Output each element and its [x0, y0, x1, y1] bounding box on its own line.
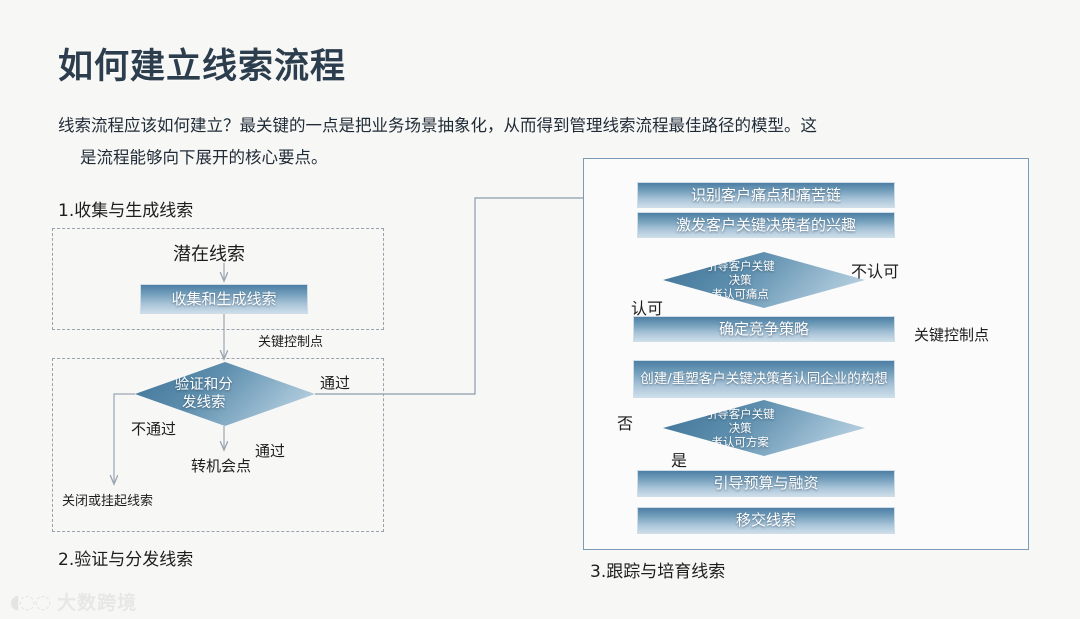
- decision-verify-line-1: 验证和分: [174, 377, 233, 393]
- section-1-group: [52, 228, 384, 330]
- process-box-collect-generate-lead[interactable]: 收集和生成线索: [140, 284, 308, 314]
- label-agree: 认可: [631, 299, 664, 318]
- label-key-control-point-1: 关键控制点: [258, 335, 324, 350]
- label-pass-bottom: 通过: [255, 442, 286, 460]
- process-box-define-competitive-strategy[interactable]: 确定竞争策略: [633, 316, 895, 342]
- decision-verify-line-2: 发线索: [182, 395, 226, 411]
- process-box-spark-decision-maker-interest[interactable]: 激发客户关键决策者的兴趣: [637, 212, 895, 238]
- label-turn-opportunity: 转机会点: [191, 457, 252, 475]
- subtitle-line-1: 线索流程应该如何建立？最关键的一点是把业务场景抽象化，从而得到管理线索流程最佳路…: [58, 116, 817, 135]
- label-not-pass: 不通过: [131, 420, 177, 438]
- section-2-group: [52, 358, 384, 532]
- subtitle-line-2: 是流程能够向下展开的核心要点。: [80, 148, 328, 167]
- watermark-logo-icon: ◖◌◌: [10, 590, 51, 613]
- process-box-handover-lead[interactable]: 移交线索: [637, 507, 895, 534]
- label-pass-right: 通过: [320, 374, 351, 392]
- label-yes: 是: [671, 451, 688, 470]
- watermark: ◖◌◌ 大数跨境: [10, 588, 137, 615]
- label-potential-lead: 潜在线索: [173, 244, 245, 265]
- section-1-caption: 1.收集与生成线索: [58, 201, 194, 221]
- decision-pain-line-1: 引导客户关键决策: [705, 259, 775, 287]
- label-close-or-hold-lead: 关闭或挂起线索: [62, 494, 154, 509]
- subtitle-paragraph: 线索流程应该如何建立？最关键的一点是把业务场景抽象化，从而得到管理线索流程最佳路…: [58, 110, 1018, 174]
- process-box-identify-pain-points[interactable]: 识别客户痛点和痛苦链: [637, 182, 895, 208]
- section-2-caption: 2.验证与分发线索: [58, 550, 194, 570]
- label-disagree: 不认可: [851, 262, 900, 281]
- watermark-text: 大数跨境: [57, 592, 138, 614]
- label-no: 否: [617, 414, 634, 433]
- section-3-caption: 3.跟踪与培育线索: [590, 562, 726, 582]
- process-box-guide-budget-financing[interactable]: 引导预算与融资: [637, 470, 895, 497]
- page-title: 如何建立线索流程: [58, 47, 347, 87]
- label-key-control-point-3: 关键控制点: [914, 326, 990, 344]
- process-box-create-reshape-vision[interactable]: 创建/重塑客户关键决策者认同企业的构想: [633, 360, 895, 398]
